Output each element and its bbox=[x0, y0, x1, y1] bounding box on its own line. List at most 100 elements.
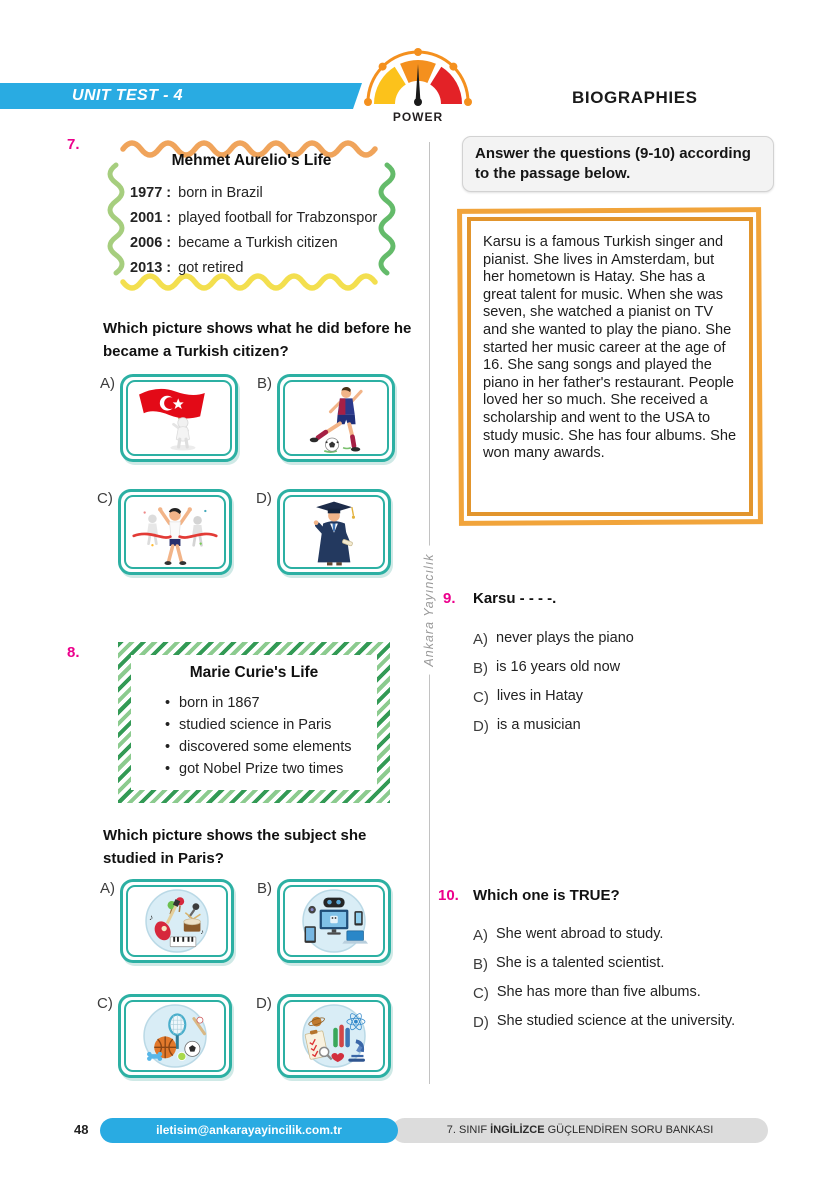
option-label: D) bbox=[256, 490, 272, 507]
passage-text: Karsu is a famous Turkish singer and pia… bbox=[483, 234, 737, 462]
option-label: D) bbox=[256, 995, 272, 1012]
q7-option-d-picture bbox=[276, 489, 391, 575]
book-title-part: GÜÇLENDİREN SORU BANKASI bbox=[544, 1124, 714, 1136]
power-gauge-icon: POWER bbox=[364, 32, 472, 140]
option-text: never plays the piano bbox=[496, 630, 634, 646]
option-text: is 16 years old now bbox=[496, 659, 621, 675]
q7-option-b-picture bbox=[277, 374, 395, 462]
option-text: lives in Hatay bbox=[496, 688, 584, 704]
book-title-subject: İNGİLİZCE bbox=[490, 1124, 545, 1136]
footballer-kicking-ball-image bbox=[309, 387, 363, 454]
q7-info-box: Mehmet Aurelio's Life 1977 : born in Bra… bbox=[103, 135, 400, 295]
technology-devices-image bbox=[302, 889, 368, 953]
q7-option-d[interactable]: D) bbox=[256, 489, 391, 575]
timeline-year: 2001 : bbox=[130, 210, 172, 226]
option-label: A) bbox=[100, 880, 115, 897]
q8-option-d[interactable]: D) bbox=[256, 994, 391, 1078]
science-equipment-image bbox=[302, 1004, 366, 1068]
bullet-item: born in 1867 bbox=[165, 692, 377, 714]
q8-option-d-picture bbox=[276, 994, 391, 1078]
q8-box-title: Marie Curie's Life bbox=[189, 664, 319, 681]
q8-option-c[interactable]: C) bbox=[97, 994, 232, 1078]
timeline-year: 1977 : bbox=[130, 185, 172, 201]
q8-question: Which picture shows the subject she stud… bbox=[103, 827, 367, 868]
option-label: C) bbox=[473, 985, 489, 1002]
q10-number: 10. bbox=[438, 887, 459, 904]
timeline-row: 2006 : became a Turkish citizen bbox=[130, 231, 400, 256]
q8-option-b-picture bbox=[277, 879, 391, 963]
timeline-year: 2013 : bbox=[130, 260, 172, 276]
q10-option-a[interactable]: A) She went abroad to study. bbox=[473, 926, 663, 945]
timeline-row: 1977 : born in Brazil bbox=[130, 181, 400, 206]
q7-timeline: 1977 : born in Brazil 2001 : played foot… bbox=[130, 181, 400, 281]
bullet-item: studied science in Paris bbox=[165, 714, 377, 736]
runner-crossing-finish-line-image bbox=[132, 507, 218, 566]
option-label: B) bbox=[257, 880, 272, 897]
q8-bullets: born in 1867 studied science in Paris di… bbox=[165, 692, 377, 780]
option-text: is a musician bbox=[496, 717, 581, 733]
q9-option-d[interactable]: D) is a musician bbox=[473, 717, 581, 736]
option-label: A) bbox=[100, 375, 115, 392]
option-label: C) bbox=[473, 689, 489, 706]
q8-option-c-picture bbox=[117, 994, 232, 1078]
timeline-row: 2001 : played football for Trabzonspor bbox=[130, 206, 400, 231]
q7-option-c-picture bbox=[117, 489, 232, 575]
bullet-item: discovered some elements bbox=[165, 736, 377, 758]
option-label: B) bbox=[257, 375, 272, 392]
q8-info-box: Marie Curie's Life born in 1867 studied … bbox=[118, 642, 390, 803]
q9-number: 9. bbox=[443, 590, 456, 607]
wavy-frame-icon bbox=[107, 140, 396, 291]
column-divider bbox=[429, 672, 430, 1084]
timeline-event: got retired bbox=[178, 260, 244, 276]
option-text: She went abroad to study. bbox=[496, 926, 664, 942]
q8-option-a-picture: ♪ ♪ bbox=[120, 879, 234, 963]
option-text: She has more than five albums. bbox=[496, 984, 701, 1000]
power-gauge: POWER bbox=[350, 28, 486, 140]
power-gauge-label: POWER bbox=[393, 110, 443, 124]
svg-text:♪: ♪ bbox=[149, 912, 153, 922]
q10-option-c[interactable]: C) She has more than five albums. bbox=[473, 984, 701, 1003]
contact-email-pill[interactable]: iletisim@ankarayayincilik.com.tr bbox=[100, 1118, 398, 1143]
sports-equipment-image bbox=[143, 1004, 207, 1068]
graduate-in-cap-and-gown-image bbox=[313, 501, 355, 566]
option-label: A) bbox=[473, 631, 488, 648]
q9-question: Karsu - - - -. bbox=[473, 590, 557, 607]
music-instruments-image: ♪ ♪ bbox=[145, 889, 209, 953]
option-label: D) bbox=[473, 1014, 489, 1031]
q7-option-c[interactable]: C) bbox=[97, 489, 232, 575]
q8-option-a[interactable]: A) ♪ ♪ bbox=[100, 879, 234, 963]
unit-test-label: UNIT TEST - 4 bbox=[72, 87, 183, 104]
column-divider bbox=[429, 142, 430, 548]
q9-option-b[interactable]: B) is 16 years old now bbox=[473, 659, 620, 678]
option-label: C) bbox=[97, 490, 113, 507]
q8-option-b[interactable]: B) bbox=[257, 879, 391, 963]
q9-option-c[interactable]: C) lives in Hatay bbox=[473, 688, 583, 707]
q10-option-d[interactable]: D) She studied science at the university… bbox=[473, 1013, 735, 1032]
q7-box-title: Mehmet Aurelio's Life bbox=[171, 152, 332, 169]
page-title: BIOGRAPHIES bbox=[572, 88, 698, 107]
q7-option-b[interactable]: B) bbox=[257, 374, 395, 462]
q7-number: 7. bbox=[67, 136, 80, 153]
option-label: C) bbox=[97, 995, 113, 1012]
q7-option-a-picture bbox=[120, 374, 238, 462]
unit-test-banner: UNIT TEST - 4 bbox=[0, 83, 362, 109]
option-label: A) bbox=[473, 927, 488, 944]
q9-option-a[interactable]: A) never plays the piano bbox=[473, 630, 634, 649]
q10-option-b[interactable]: B) She is a talented scientist. bbox=[473, 955, 664, 974]
timeline-row: 2013 : got retired bbox=[130, 256, 400, 281]
bullet-item: got Nobel Prize two times bbox=[165, 758, 377, 780]
option-text: She studied science at the university. bbox=[496, 1013, 736, 1029]
q10-question: Which one is TRUE? bbox=[473, 887, 620, 904]
publisher-watermark: Ankara Yayıncılık bbox=[422, 545, 436, 675]
instruction-box: Answer the questions (9-10) according to… bbox=[462, 136, 774, 192]
option-label: B) bbox=[473, 660, 488, 677]
option-label: D) bbox=[473, 718, 489, 735]
q7-question: Which picture shows what he did before h… bbox=[103, 320, 412, 361]
book-title-pill: 7. SINIF İNGİLİZCE GÜÇLENDİREN SORU BANK… bbox=[392, 1118, 768, 1143]
option-label: B) bbox=[473, 956, 488, 973]
q7-option-a[interactable]: A) bbox=[100, 374, 238, 462]
timeline-year: 2006 : bbox=[130, 235, 172, 251]
book-title-part: 7. SINIF bbox=[446, 1124, 491, 1136]
page-number: 48 bbox=[74, 1122, 89, 1137]
timeline-event: became a Turkish citizen bbox=[178, 235, 338, 251]
